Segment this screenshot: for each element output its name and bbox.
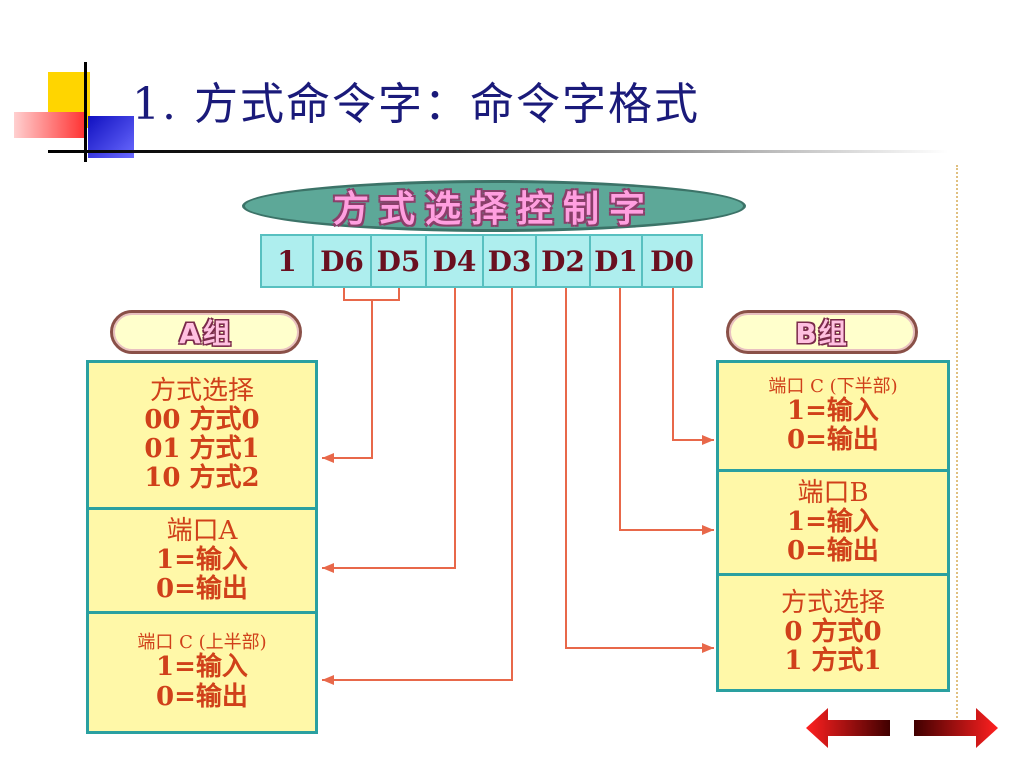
- group-b-mode-cell: 方式选择 0 方式0 1 方式1: [719, 573, 947, 689]
- connector-d3: [322, 288, 513, 681]
- header-label: 方式选择控制字: [332, 189, 655, 230]
- group-a-port-a-line-1: 1=输入: [156, 544, 248, 575]
- group-b-port-c-line-2: 0=输出: [787, 425, 879, 456]
- connector-d4: [322, 288, 456, 569]
- connector-d6-d5-bracket: [343, 288, 400, 301]
- arrowhead-a-port-a: [322, 563, 334, 573]
- arrowhead-b-port-b: [702, 525, 714, 535]
- group-a-port-c-cell: 端口 C (上半部) 1=输入 0=输出: [89, 611, 315, 731]
- nav-arrows: [806, 708, 998, 748]
- bit-cell-d5: D5: [370, 234, 427, 288]
- group-a-label: A组: [179, 317, 233, 350]
- group-a-box: 方式选择 00 方式0 01 方式1 10 方式2 端口A 1=输入 0=输出 …: [86, 360, 318, 734]
- group-a-mode-line-1: 00 方式0: [144, 404, 260, 435]
- logo-vertical-line: [84, 62, 87, 162]
- group-b-port-c-cell: 端口 C (下半部) 1=输入 0=输出: [719, 363, 947, 469]
- group-b-port-b-cell: 端口B 1=输入 0=输出: [719, 469, 947, 573]
- page-title: 1. 方式命令字：命令字格式: [132, 79, 700, 130]
- group-a-pill: A组: [110, 310, 302, 354]
- group-b-port-b-line-2: 0=输出: [787, 536, 879, 567]
- group-b-port-b-title: 端口B: [797, 477, 869, 508]
- arrowhead-b-port-c: [702, 435, 714, 445]
- header-oval: 方式选择控制字: [242, 180, 746, 232]
- group-b-box: 端口 C (下半部) 1=输入 0=输出 端口B 1=输入 0=输出 方式选择 …: [716, 360, 950, 692]
- connector-d1: [619, 288, 714, 531]
- group-a-port-c-line-2: 0=输出: [156, 681, 248, 712]
- group-a-port-a-line-2: 0=输出: [156, 574, 248, 605]
- group-a-mode-cell: 方式选择 00 方式0 01 方式1 10 方式2: [89, 363, 315, 507]
- connector-d6-d5: [322, 300, 373, 459]
- right-arrow-icon[interactable]: [914, 708, 998, 748]
- group-b-mode-line-2: 1 方式1: [784, 646, 882, 677]
- bit-cell-d4: D4: [425, 234, 484, 288]
- left-arrow-icon[interactable]: [806, 708, 890, 748]
- bit-cell-d6: D6: [312, 234, 372, 288]
- logo-red-bar: [14, 112, 86, 138]
- bit-cell-7: 1: [260, 234, 314, 288]
- bit-cell-d2: D2: [535, 234, 591, 288]
- group-b-mode-line-1: 0 方式0: [784, 616, 882, 647]
- group-b-port-b-line-1: 1=输入: [787, 506, 879, 537]
- connector-d2: [565, 288, 714, 649]
- connector-d0: [672, 288, 714, 441]
- group-b-port-c-line-1: 1=输入: [787, 395, 879, 426]
- bit-cell-d3: D3: [482, 234, 537, 288]
- group-a-mode-line-2: 01 方式1: [144, 434, 260, 464]
- group-a-port-c-title: 端口 C (上半部): [137, 632, 267, 654]
- group-b-pill: B组: [726, 310, 918, 354]
- group-a-mode-title: 方式选择: [149, 375, 254, 406]
- group-a-port-c-line-1: 1=输入: [156, 652, 248, 683]
- right-dotted-guide: [956, 165, 958, 725]
- group-b-mode-title: 方式选择: [780, 587, 885, 618]
- group-a-mode-line-3: 10 方式2: [144, 463, 260, 494]
- arrowhead-a-mode: [322, 453, 334, 463]
- group-a-port-a-cell: 端口A 1=输入 0=输出: [89, 507, 315, 611]
- arrowhead-a-port-c: [322, 675, 334, 685]
- group-b-label: B组: [795, 317, 849, 350]
- bit-cell-d1: D1: [589, 234, 643, 288]
- bit-cell-d0: D0: [641, 234, 703, 288]
- group-a-port-a-title: 端口A: [166, 515, 238, 546]
- group-b-port-c-title: 端口 C (下半部): [768, 375, 898, 397]
- arrowhead-b-mode: [702, 643, 714, 653]
- title-underline: [48, 150, 948, 153]
